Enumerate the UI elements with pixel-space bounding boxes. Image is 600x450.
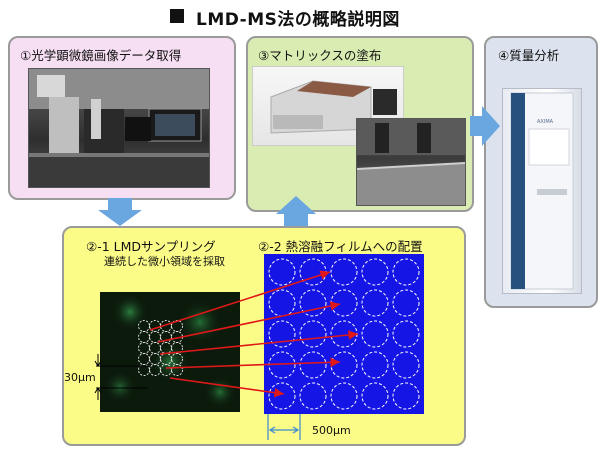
step2-1-label: ②-1 LMDサンプリング — [86, 239, 216, 254]
fluorescence-image — [100, 292, 240, 412]
step2-1-sublabel: 連続した微小領域を採取 — [104, 255, 225, 268]
axima-brand-text: AXIMA — [537, 119, 554, 125]
block-arrow-icon — [276, 196, 316, 226]
black-square-icon — [170, 9, 184, 23]
film-spot-circle — [361, 351, 389, 379]
microscope-photo — [28, 68, 210, 188]
film-spot-circle — [392, 351, 420, 379]
film-spot-circle — [392, 289, 420, 317]
block-arrow-icon — [98, 198, 142, 226]
sampling-circle — [171, 364, 183, 376]
film-spot-circle — [299, 320, 327, 348]
film-spot-circle — [392, 258, 420, 286]
large-scale-bar — [267, 414, 301, 440]
transfer-arrow — [169, 377, 285, 398]
sprayer-scene — [357, 119, 465, 205]
transfer-arrow — [159, 330, 359, 355]
film-spot-circle — [299, 289, 327, 317]
block-arrow-icon — [470, 106, 500, 146]
step2-2-label: ②-2 熱溶融フィルムへの配置 — [258, 239, 423, 254]
step1-label: ①光学顕微鏡画像データ取得 — [20, 48, 182, 63]
film-spot-circle — [268, 258, 296, 286]
hot-melt-film — [264, 254, 424, 414]
sampling-circle — [149, 364, 161, 376]
page-title: LMD-MS法の概略説明図 — [0, 4, 600, 32]
transfer-arrow — [165, 357, 341, 369]
transfer-arrow — [157, 301, 341, 343]
film-spot-circle — [361, 382, 389, 410]
sampling-circle — [160, 364, 172, 376]
film-spot-circle — [361, 320, 389, 348]
sampling-circle — [138, 364, 150, 376]
microscope-scene — [29, 69, 209, 187]
large-scale-label: 500μm — [312, 424, 351, 437]
film-spot-circle — [361, 289, 389, 317]
step3-label: ③マトリックスの塗布 — [258, 48, 382, 63]
fluorescence-grid — [104, 294, 236, 408]
transfer-arrow — [149, 270, 331, 331]
film-spot-circle — [361, 258, 389, 286]
spray-closeup-photo — [356, 118, 466, 206]
film-spot-circle — [392, 382, 420, 410]
applicator-scene — [270, 80, 397, 134]
film-spot-circle — [392, 320, 420, 348]
step4-label: ④質量分析 — [498, 48, 560, 63]
small-scale-label: 30μm — [64, 371, 96, 384]
film-spot-circle — [330, 382, 358, 410]
film-spot-circle — [268, 320, 296, 348]
film-spot-circle — [330, 258, 358, 286]
film-spot-circle — [268, 382, 296, 410]
film-spot-circle — [299, 382, 327, 410]
small-scale-bar — [94, 354, 148, 400]
title-text: LMD-MS法の概略説明図 — [196, 10, 400, 30]
axima-scene — [510, 92, 574, 290]
mass-spectrometer-photo: AXIMA — [502, 88, 582, 294]
film-spot-circle — [299, 351, 327, 379]
